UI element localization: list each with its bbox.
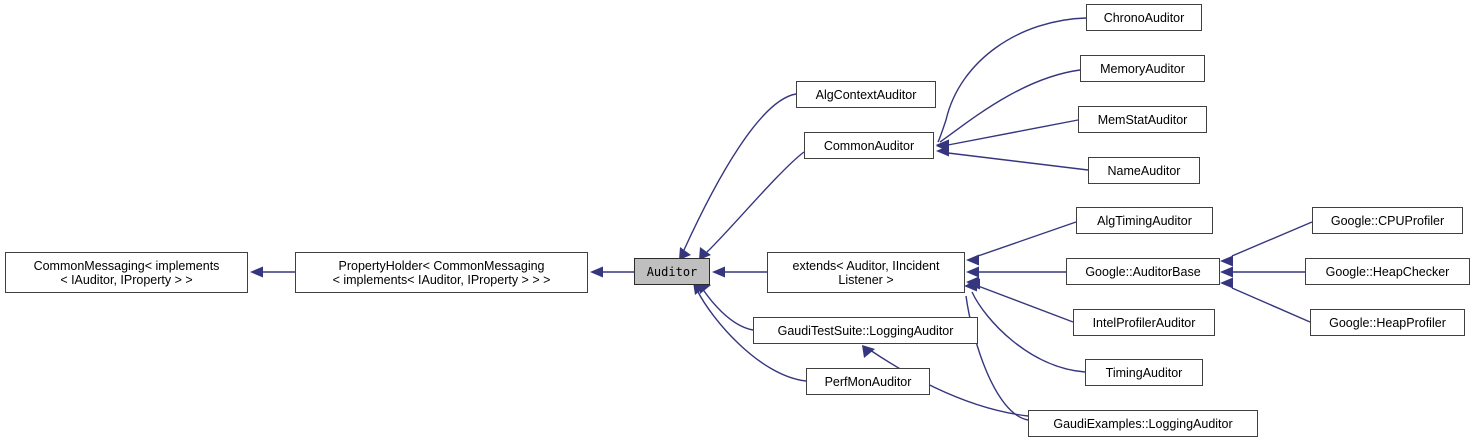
class-node-chrono-auditor[interactable]: ChronoAuditor xyxy=(1086,4,1202,31)
edge-alg-timing-auditor-to-extends-auditor-iincidentlistener xyxy=(977,221,1077,257)
class-node-property-holder[interactable]: PropertyHolder< CommonMessaging < implem… xyxy=(295,252,588,293)
class-node-label: Auditor xyxy=(646,264,698,279)
arrowhead-icon xyxy=(679,247,691,260)
edge-gauditestsuite-logging-auditor-to-auditor xyxy=(701,287,754,331)
arrowhead-icon xyxy=(1220,266,1233,278)
edge-chrono-auditor-to-common-auditor xyxy=(937,17,1087,143)
class-node-memory-auditor[interactable]: MemoryAuditor xyxy=(1080,55,1205,82)
arrowhead-icon xyxy=(966,254,979,266)
arrowhead-icon xyxy=(590,266,603,278)
class-node-label: MemoryAuditor xyxy=(1100,61,1185,76)
edge-common-auditor-to-auditor xyxy=(706,151,805,253)
class-node-alg-context-auditor[interactable]: AlgContextAuditor xyxy=(796,81,936,108)
class-node-label: NameAuditor xyxy=(1107,163,1181,178)
class-node-label: TimingAuditor xyxy=(1105,365,1183,380)
arrowhead-icon xyxy=(1220,277,1233,289)
class-node-label: AlgTimingAuditor xyxy=(1097,213,1192,228)
edge-name-auditor-to-common-auditor xyxy=(947,152,1089,171)
class-node-perfmon-auditor[interactable]: PerfMonAuditor xyxy=(806,368,930,395)
arrowhead-icon xyxy=(1220,255,1233,267)
class-node-label: MemStatAuditor xyxy=(1097,112,1188,127)
class-node-alg-timing-auditor[interactable]: AlgTimingAuditor xyxy=(1076,207,1213,234)
arrowhead-icon xyxy=(862,345,875,358)
class-node-google-auditor-base[interactable]: Google::AuditorBase xyxy=(1066,258,1220,285)
class-node-extends-auditor-iincidentlistener[interactable]: extends< Auditor, IIncident Listener > xyxy=(767,252,965,293)
edge-gaudiexamples-logging-auditor-to-gauditestsuite-logging-auditor xyxy=(869,349,1029,417)
edge-google-cpu-profiler-to-google-auditor-base xyxy=(1231,221,1313,257)
class-node-intel-profiler-auditor[interactable]: IntelProfilerAuditor xyxy=(1073,309,1215,336)
arrowhead-icon xyxy=(964,280,977,292)
class-node-label: extends< Auditor, IIncident Listener > xyxy=(792,258,940,287)
class-node-label: GaudiExamples::LoggingAuditor xyxy=(1053,416,1233,431)
class-node-label: ChronoAuditor xyxy=(1103,10,1185,25)
edge-perfmon-auditor-to-auditor xyxy=(696,289,807,382)
arrowhead-icon xyxy=(250,266,263,278)
class-node-common-auditor[interactable]: CommonAuditor xyxy=(804,132,934,159)
arrowhead-icon xyxy=(936,145,949,157)
class-node-gauditestsuite-logging-auditor[interactable]: GaudiTestSuite::LoggingAuditor xyxy=(753,317,978,344)
arrowhead-icon xyxy=(966,266,979,278)
class-node-google-heap-profiler[interactable]: Google::HeapProfiler xyxy=(1310,309,1465,336)
class-node-timing-auditor[interactable]: TimingAuditor xyxy=(1085,359,1203,386)
edge-timing-auditor-to-extends-auditor-iincidentlistener xyxy=(971,291,1086,373)
class-node-label: IntelProfilerAuditor xyxy=(1092,315,1196,330)
class-node-google-cpu-profiler[interactable]: Google::CPUProfiler xyxy=(1312,207,1463,234)
class-node-name-auditor[interactable]: NameAuditor xyxy=(1088,157,1200,184)
arrowhead-icon xyxy=(712,266,725,278)
class-node-label: Google::CPUProfiler xyxy=(1330,213,1445,228)
class-node-label: PerfMonAuditor xyxy=(824,374,912,389)
class-node-label: AlgContextAuditor xyxy=(815,87,917,102)
edge-google-heap-profiler-to-google-auditor-base xyxy=(1231,287,1311,323)
edge-alg-context-auditor-to-auditor xyxy=(683,93,797,251)
class-node-google-heap-checker[interactable]: Google::HeapChecker xyxy=(1305,258,1470,285)
class-node-auditor[interactable]: Auditor xyxy=(634,258,710,285)
edge-gaudiexamples-logging-auditor-to-extends-auditor-iincidentlistener xyxy=(965,295,1029,421)
edge-memory-auditor-to-common-auditor xyxy=(939,69,1081,143)
class-node-label: CommonAuditor xyxy=(823,138,915,153)
class-node-common-messaging[interactable]: CommonMessaging< implements < IAuditor, … xyxy=(5,252,248,293)
class-node-label: PropertyHolder< CommonMessaging < implem… xyxy=(332,258,551,287)
class-node-mem-stat-auditor[interactable]: MemStatAuditor xyxy=(1078,106,1207,133)
edge-intel-profiler-auditor-to-extends-auditor-iincidentlistener xyxy=(977,285,1074,323)
arrowhead-icon xyxy=(693,282,706,295)
class-node-label: Google::AuditorBase xyxy=(1085,264,1201,279)
class-node-label: Google::HeapProfiler xyxy=(1329,315,1446,330)
arrowhead-icon xyxy=(699,247,711,260)
class-node-gaudiexamples-logging-auditor[interactable]: GaudiExamples::LoggingAuditor xyxy=(1028,410,1258,437)
edge-mem-stat-auditor-to-common-auditor xyxy=(947,119,1079,146)
class-node-label: Google::HeapChecker xyxy=(1325,264,1450,279)
class-node-label: GaudiTestSuite::LoggingAuditor xyxy=(777,323,954,338)
class-node-label: CommonMessaging< implements < IAuditor, … xyxy=(33,258,220,287)
